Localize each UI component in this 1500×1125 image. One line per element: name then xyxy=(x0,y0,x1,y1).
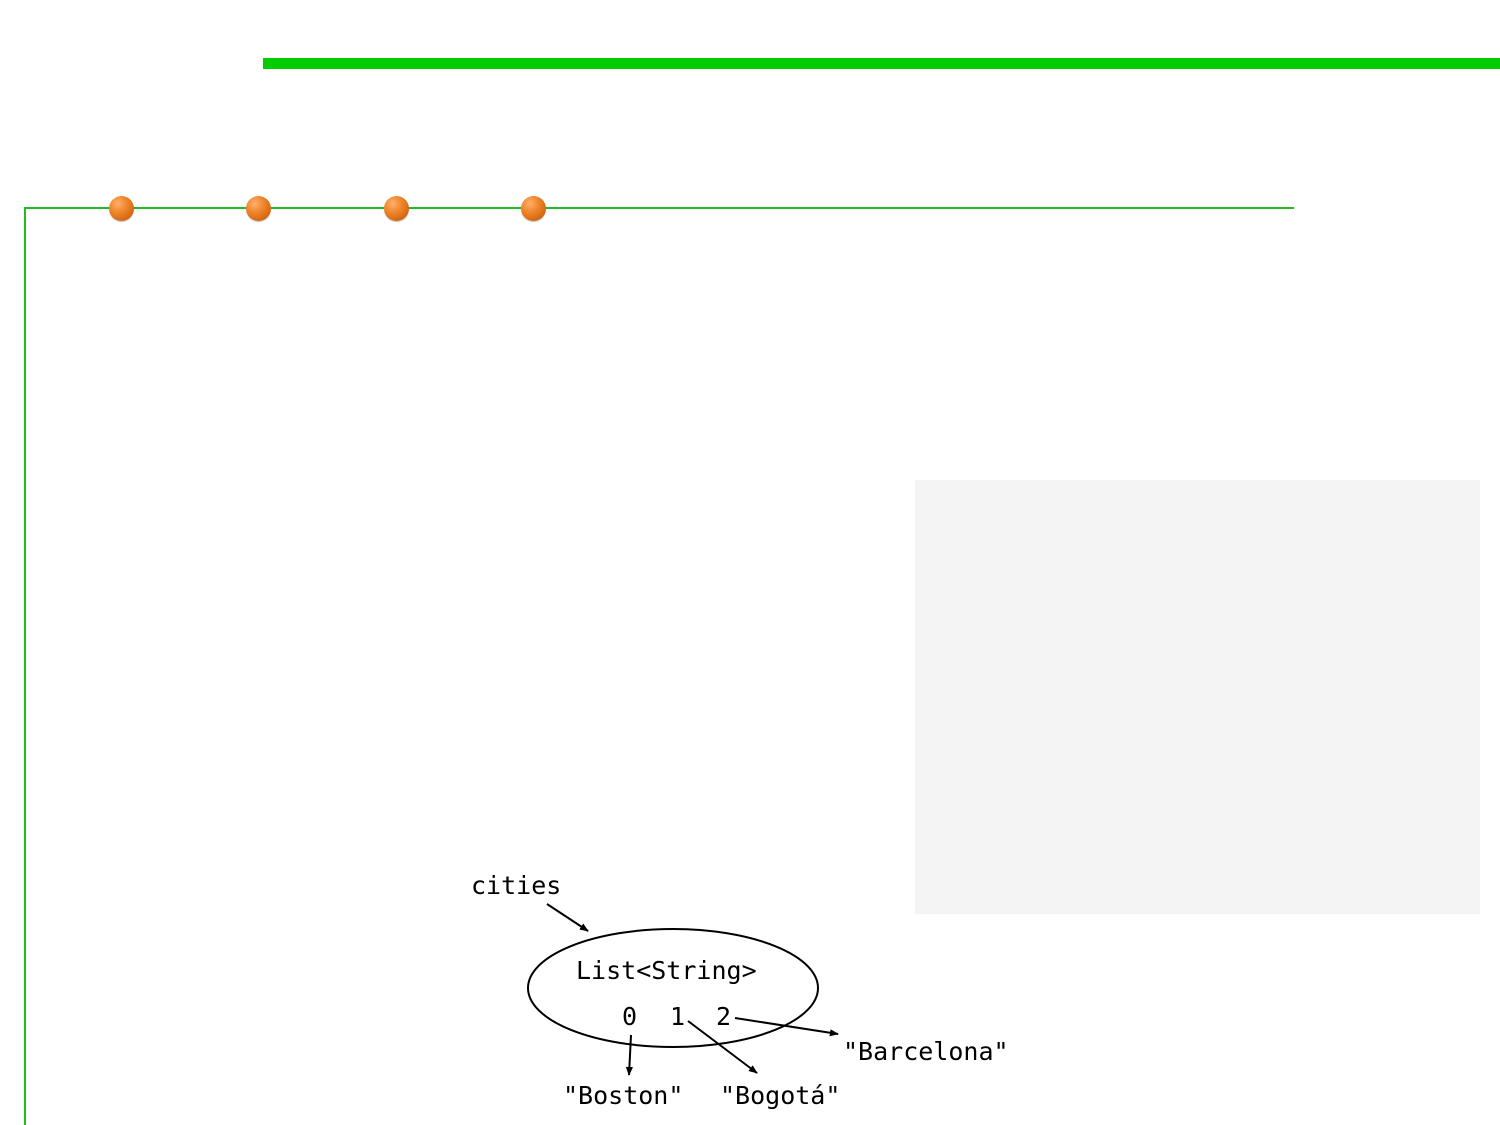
element-value-0: "Boston" xyxy=(563,1081,683,1110)
bullet-dot xyxy=(384,196,409,221)
index-1: 1 xyxy=(670,1002,685,1031)
arrow-index-0 xyxy=(625,1034,634,1076)
index-0: 0 xyxy=(622,1002,637,1031)
variable-arrow xyxy=(546,903,589,932)
element-value-2: "Barcelona" xyxy=(843,1037,1009,1066)
frame-top-line xyxy=(24,207,1294,209)
arrow-index-2 xyxy=(734,1017,839,1037)
content-panel xyxy=(915,480,1480,914)
element-value-1: "Bogotá" xyxy=(720,1081,840,1110)
type-label: List<String> xyxy=(576,956,757,985)
header-accent-bar xyxy=(263,58,1500,69)
arrow-index-1 xyxy=(687,1020,758,1074)
variable-label: cities xyxy=(471,871,561,900)
frame-left-line xyxy=(24,207,26,1125)
bullet-dot xyxy=(521,196,546,221)
index-2: 2 xyxy=(716,1002,731,1031)
bullet-dot xyxy=(246,196,271,221)
bullet-dot xyxy=(109,196,134,221)
list-object-ellipse xyxy=(527,928,819,1048)
